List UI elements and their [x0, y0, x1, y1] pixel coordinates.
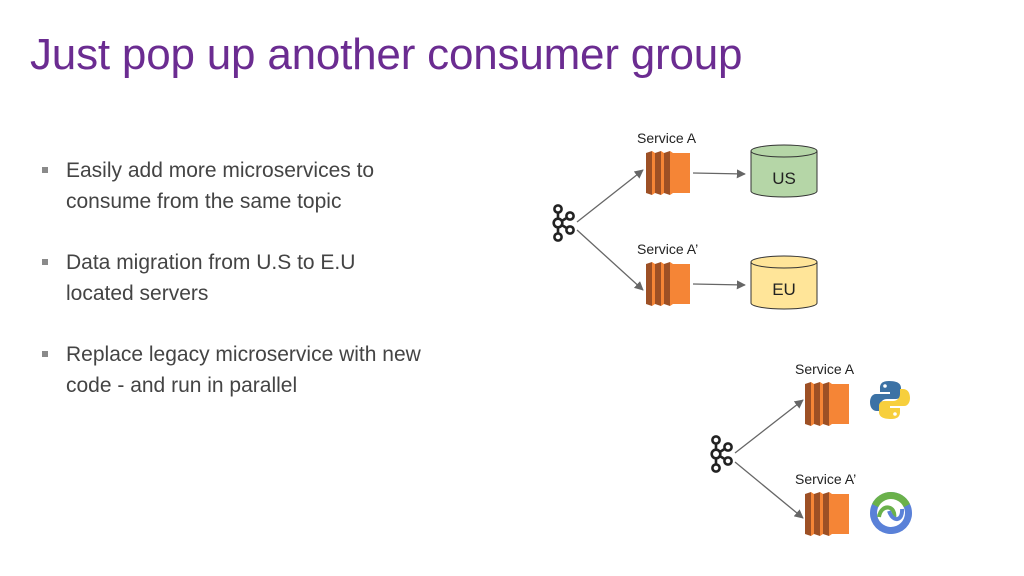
bullet-list: Easily add more microservices to consume… — [40, 155, 510, 431]
bullet-line: Replace legacy microservice with new — [66, 343, 421, 366]
bullet-line: Data migration from U.S to E.U — [66, 251, 356, 274]
us-database-icon: US — [750, 144, 818, 198]
bullet-line: code - and run in parallel — [66, 374, 298, 397]
eu-database-icon: EU — [750, 255, 818, 310]
service-a-label: Service A — [795, 361, 855, 377]
bullet-item: Replace legacy microservice with new cod… — [40, 339, 510, 401]
bullet-item: Easily add more microservices to consume… — [40, 155, 510, 217]
python-icon — [870, 381, 910, 419]
kafka-icon — [552, 204, 575, 242]
service-a-server-icon — [805, 382, 849, 426]
kafka-icon — [710, 435, 733, 473]
bullet-line: located servers — [66, 282, 209, 305]
bullet-line: Easily add more microservices to — [66, 159, 375, 182]
slide-title: Just pop up another consumer group — [30, 30, 743, 79]
service-a-label: Service A — [637, 130, 697, 146]
bullet-marker — [42, 167, 48, 173]
bullet-line: consume from the same topic — [66, 190, 342, 213]
clojure-icon — [870, 491, 912, 534]
service-a-prime-label: Service A’ — [637, 241, 699, 257]
us-db-label: US — [772, 169, 796, 188]
bullet-marker — [42, 259, 48, 265]
arrow-to-service-a-prime — [734, 461, 804, 519]
service-a-prime-server-icon — [805, 492, 849, 536]
eu-db-label: EU — [772, 280, 796, 299]
service-a-prime-server-icon — [646, 262, 690, 306]
bullet-item: Data migration from U.S to E.U located s… — [40, 247, 510, 309]
bullet-marker — [42, 351, 48, 357]
service-a-server-icon — [646, 151, 690, 195]
arrow-to-service-a — [576, 169, 644, 223]
arrow-to-service-a-prime — [576, 229, 644, 291]
arrow-to-us-db — [692, 169, 746, 179]
arrow-to-service-a — [734, 399, 804, 454]
arrow-to-eu-db — [692, 280, 746, 290]
service-a-prime-label: Service A’ — [795, 471, 857, 487]
